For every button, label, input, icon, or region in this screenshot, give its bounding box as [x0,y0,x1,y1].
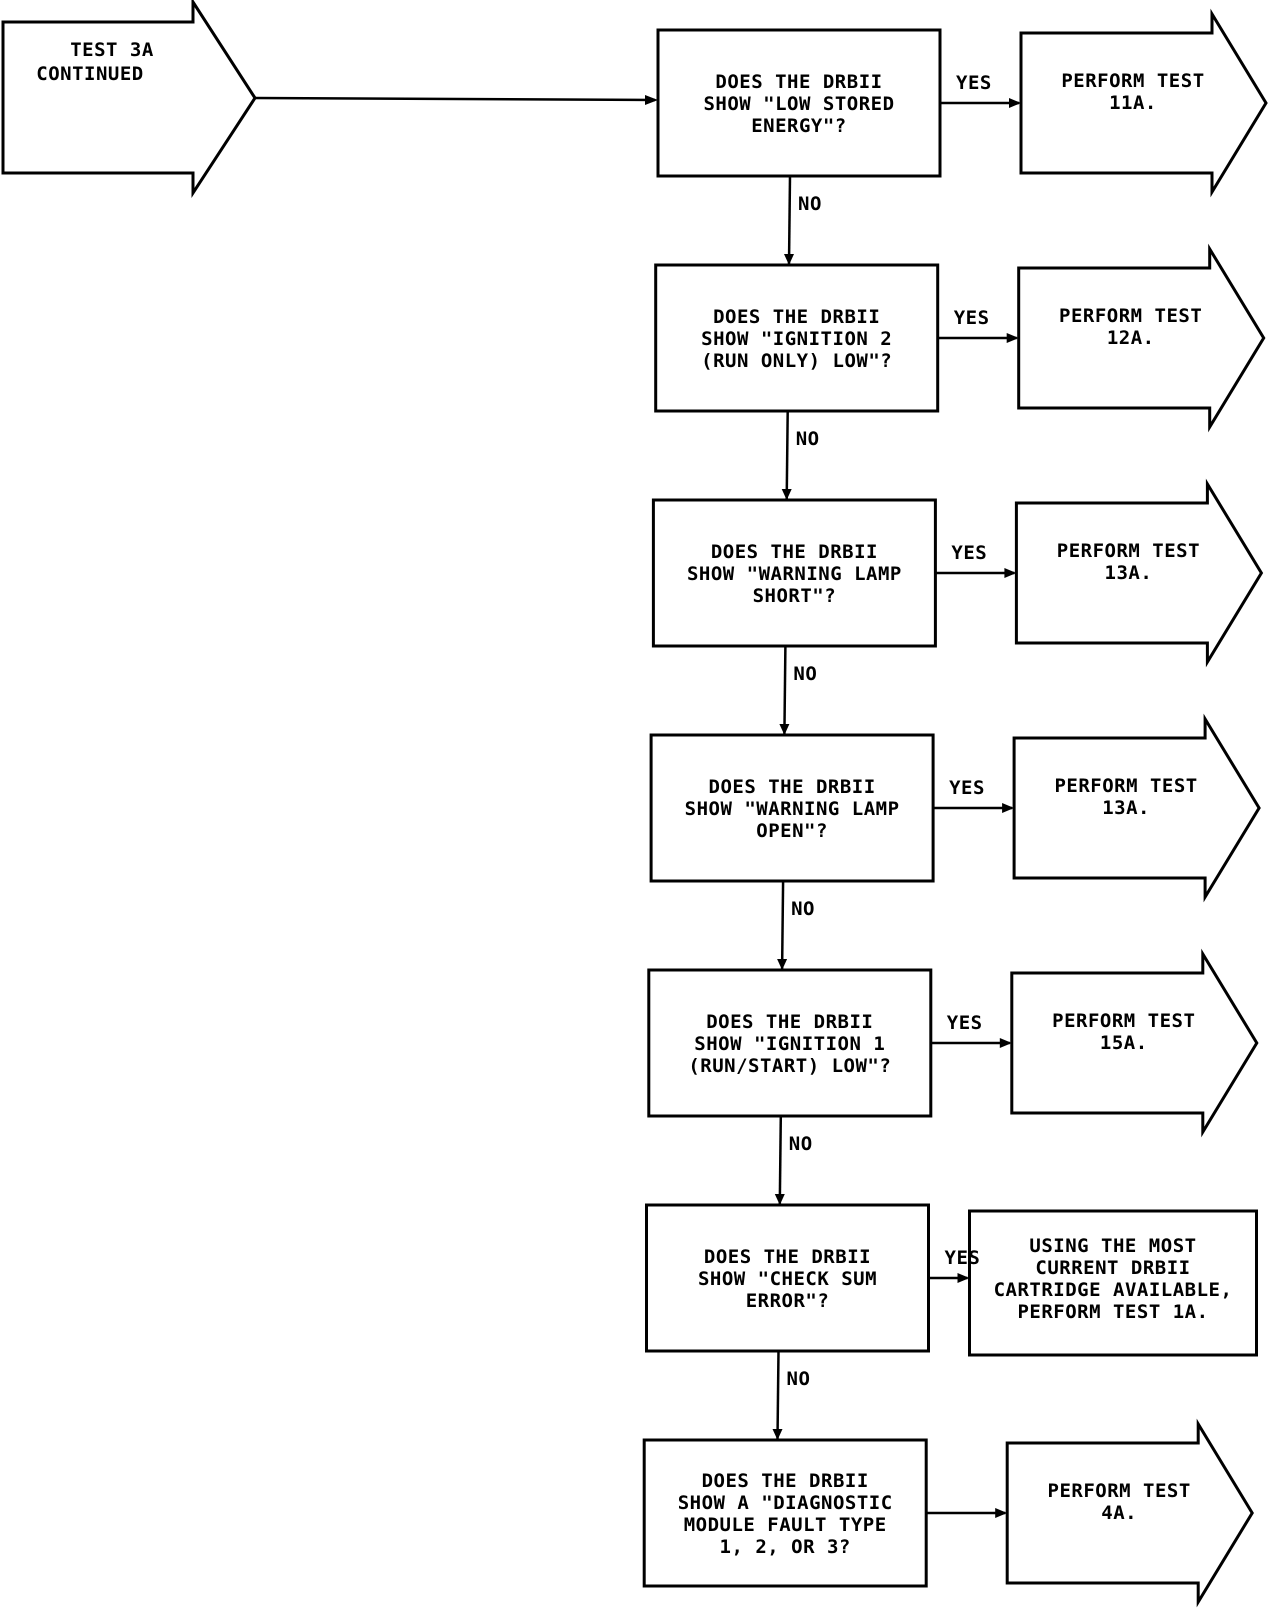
question-text-1-line-3: ENERGY"? [751,115,847,137]
action-text-4-line-1: PERFORM TEST [1054,775,1197,797]
yes-arrowhead-2 [1006,333,1019,343]
question-box-4 [649,733,935,883]
question-box-3 [651,498,937,648]
yes-label-3: YES [951,542,987,564]
no-connector-1 [787,175,792,265]
no-label-1: NO [798,193,822,215]
question-text-3-line-1: DOES THE DRBII [711,541,878,563]
action-arrow-5 [1010,948,1259,1138]
question-text-1-line-1: DOES THE DRBII [715,71,882,93]
question-text-7-line-2: SHOW A "DIAGNOSTIC [678,1492,893,1514]
question-text-1-line-2: SHOW "LOW STORED [703,93,894,115]
question-text-7-line-3: MODULE FAULT TYPE [684,1514,887,1536]
action-text-6-line-1: USING THE MOST [1029,1235,1196,1257]
action-arrow-4 [1012,713,1261,903]
action-text-1-line-2: 11A. [1109,92,1157,114]
no-connector-2 [785,410,789,500]
no-label-3: NO [793,663,817,685]
no-label-5: NO [789,1133,813,1155]
no-label-6: NO [787,1368,811,1390]
action-arrow-7 [1005,1418,1254,1608]
yes-arrowhead-1 [1009,98,1021,108]
yes-label-1: YES [956,72,992,94]
no-arrowhead-6 [772,1429,783,1440]
no-label-4: NO [791,898,815,920]
no-connector-5 [778,1115,783,1205]
no-arrowhead-5 [774,1194,785,1205]
yes-label-6: YES [945,1247,981,1269]
action-text-5-line-2: 15A. [1100,1032,1148,1054]
question-text-2-line-1: DOES THE DRBII [713,306,880,328]
no-arrowhead-3 [779,724,790,735]
action-arrow-2 [1017,243,1266,433]
action-text-3-line-2: 13A. [1105,562,1153,584]
no-connector-3 [783,645,787,735]
question-text-6-line-1: DOES THE DRBII [704,1246,871,1268]
action-arrow-3 [1014,478,1264,668]
question-box-2 [654,263,940,413]
question-text-6-line-2: SHOW "CHECK SUM [698,1268,877,1290]
no-label-2: NO [796,428,820,450]
question-text-4-line-3: OPEN"? [756,820,828,842]
question-text-7-line-4: 1, 2, OR 3? [720,1536,851,1558]
yes-arrowhead-4 [1002,803,1015,813]
action-text-6-line-2: CURRENT DRBII [1035,1257,1190,1279]
question-text-5-line-1: DOES THE DRBII [706,1011,873,1033]
start-label-line-2: CONTINUED [36,63,143,85]
action-text-6-line-4: PERFORM TEST 1A. [1017,1301,1208,1323]
yes-label-2: YES [954,307,990,329]
question-text-5-line-2: SHOW "IGNITION 1 [694,1033,885,1055]
action-box-6 [968,1209,1258,1357]
yes-arrowhead-7 [995,1508,1008,1518]
question-text-4-line-1: DOES THE DRBII [709,776,876,798]
question-text-7-line-1: DOES THE DRBII [702,1470,869,1492]
action-text-7-line-1: PERFORM TEST [1048,1480,1191,1502]
no-arrowhead-2 [781,489,792,500]
start-label-line-1: TEST 3A [70,39,154,61]
action-text-2-line-1: PERFORM TEST [1059,305,1202,327]
question-text-3-line-2: SHOW "WARNING LAMP [687,563,902,585]
start-connector-arrowhead [645,95,658,105]
question-box-1 [656,28,942,178]
no-arrowhead-1 [784,254,794,265]
action-text-4-line-2: 13A. [1102,797,1150,819]
action-arrow-1 [1019,8,1268,198]
yes-arrowhead-6 [957,1273,970,1283]
action-text-2-line-2: 12A. [1107,327,1155,349]
question-text-5-line-3: (RUN/START) LOW"? [688,1055,891,1077]
yes-arrowhead-5 [999,1038,1012,1048]
question-text-3-line-3: SHORT"? [753,585,837,607]
action-text-3-line-1: PERFORM TEST [1057,540,1200,562]
question-text-2-line-2: SHOW "IGNITION 2 [701,328,892,350]
yes-arrowhead-3 [1004,568,1017,578]
no-connector-6 [776,1350,780,1440]
action-text-7-line-2: 4A. [1101,1502,1137,1524]
yes-label-5: YES [947,1012,983,1034]
start-arrow-shape [1,0,257,199]
yes-label-4: YES [949,777,985,799]
action-text-5-line-1: PERFORM TEST [1052,1010,1195,1032]
start-arrow: TEST 3A CONTINUED [1,0,257,199]
no-arrowhead-4 [777,959,788,970]
no-connector-4 [780,880,785,970]
question-text-6-line-3: ERROR"? [746,1290,830,1312]
question-box-7 [642,1438,928,1588]
question-text-2-line-3: (RUN ONLY) LOW"? [701,350,892,372]
question-box-5 [647,968,933,1118]
action-text-1-line-1: PERFORM TEST [1061,70,1204,92]
action-text-6-line-3: CARTRIDGE AVAILABLE, [994,1279,1233,1301]
question-box-6 [645,1203,930,1353]
start-connector [254,96,656,102]
question-text-4-line-2: SHOW "WARNING LAMP [685,798,900,820]
